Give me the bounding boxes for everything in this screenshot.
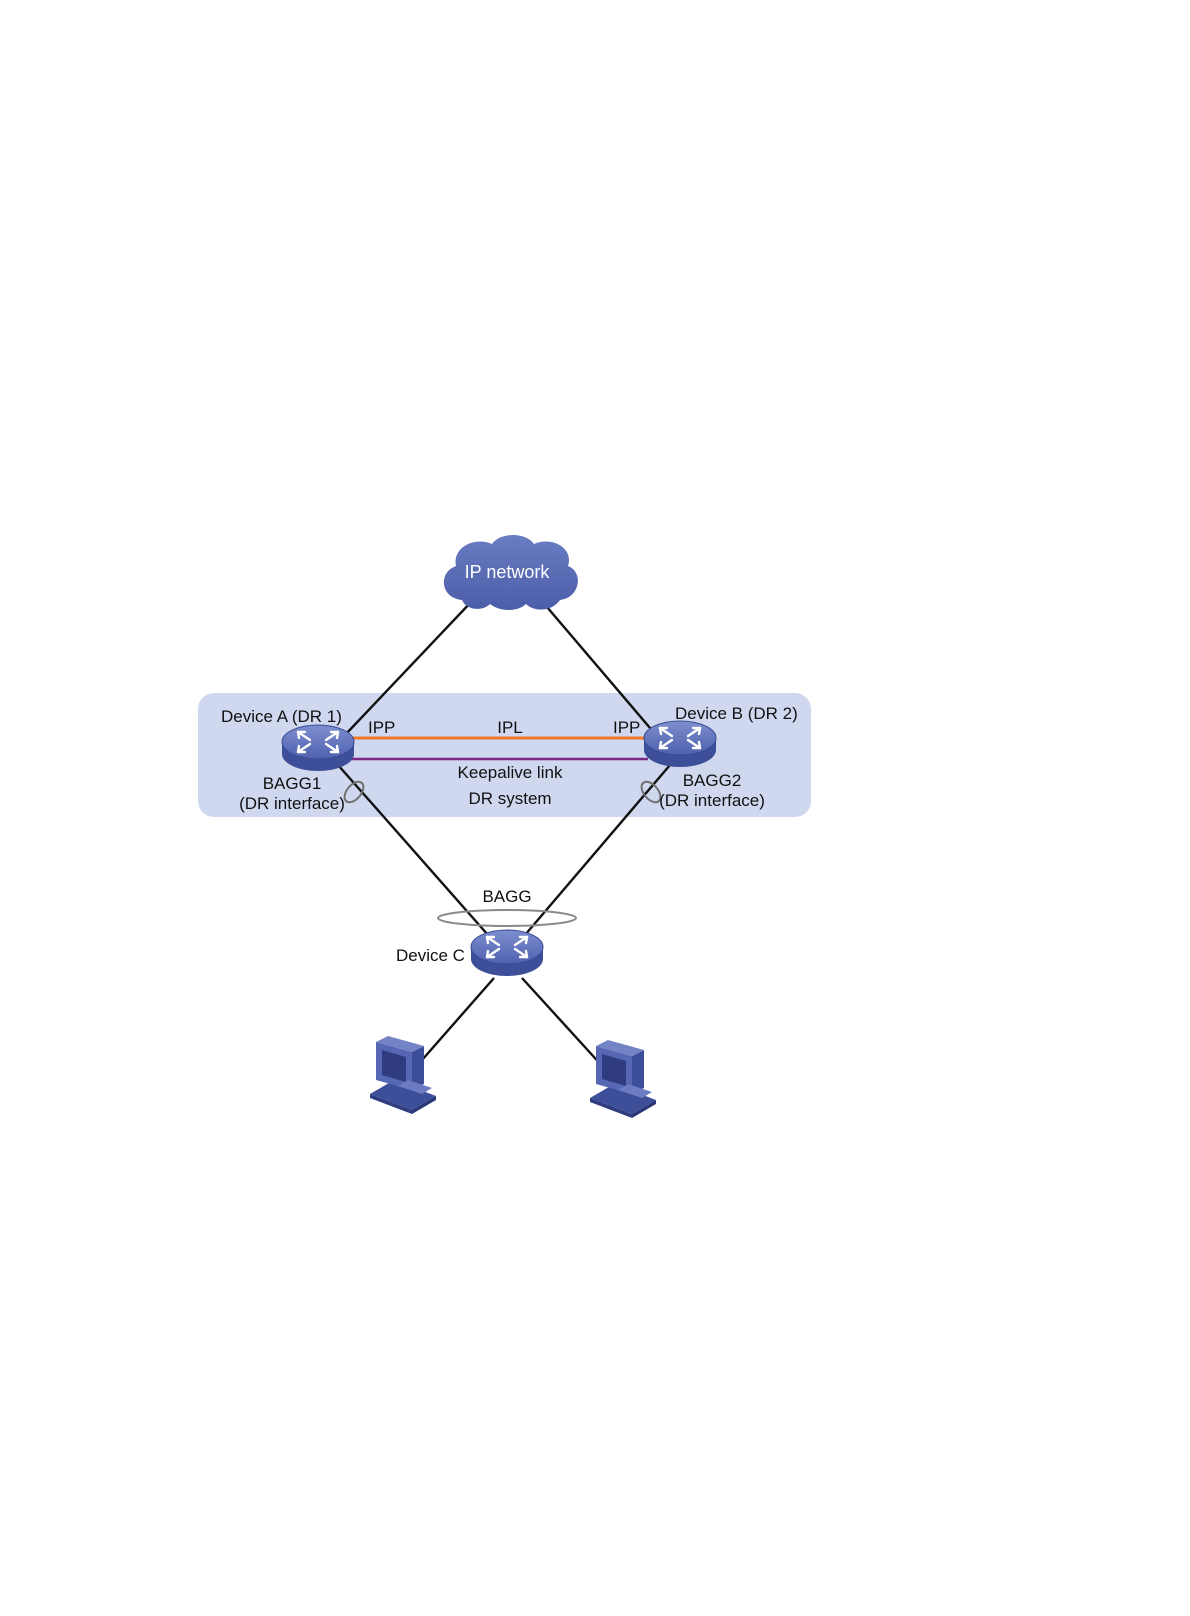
device-c-label: Device C (396, 946, 465, 965)
link-device-c-pc-left (415, 978, 494, 1068)
device-c-switch-icon (471, 930, 543, 976)
device-a-switch-icon (282, 725, 354, 771)
device-b-label: Device B (DR 2) (675, 704, 798, 723)
bagg-ring (438, 910, 576, 926)
dr-system-label: DR system (468, 789, 551, 808)
device-a-label: Device A (DR 1) (221, 707, 342, 726)
cloud-label: IP network (465, 562, 551, 582)
ipl-label: IPL (497, 718, 523, 737)
pc-left-icon (370, 1036, 436, 1114)
bagg-label: BAGG (482, 887, 531, 906)
link-device-c-pc-right (522, 978, 604, 1068)
device-b-switch-icon (644, 721, 716, 767)
bagg2-sub-label: (DR interface) (659, 791, 765, 810)
bagg1-sub-label: (DR interface) (239, 794, 345, 813)
pc-right-icon (590, 1040, 656, 1118)
bagg1-label: BAGG1 (263, 774, 322, 793)
device-a-ipp-label: IPP (368, 718, 395, 737)
bagg2-label: BAGG2 (683, 771, 742, 790)
device-b-ipp-label: IPP (613, 718, 640, 737)
keepalive-label: Keepalive link (458, 763, 563, 782)
